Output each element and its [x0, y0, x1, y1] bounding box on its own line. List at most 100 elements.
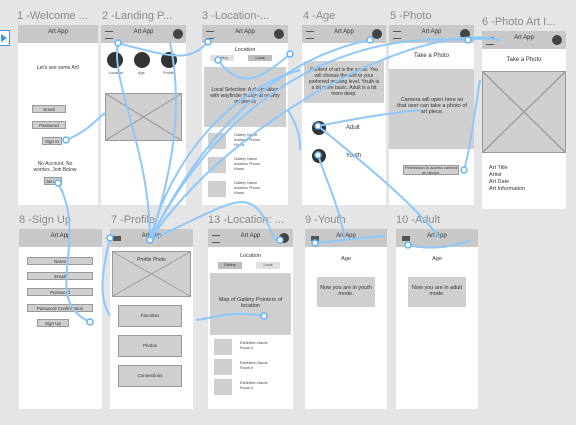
hotspot [464, 36, 472, 44]
connections-button[interactable]: Connections [118, 365, 182, 387]
password-confirm-field[interactable]: Password Confirmation [27, 304, 93, 312]
app-title: Art App [514, 35, 534, 41]
wire [149, 201, 276, 241]
wire [149, 41, 177, 241]
email-field[interactable]: Email [27, 272, 93, 280]
tab-gallery[interactable]: Gallery [210, 55, 234, 61]
profile-photo [112, 251, 191, 297]
start-flow-icon[interactable] [0, 30, 10, 46]
wire [317, 125, 441, 239]
frame-label-location: 3 -Location-... [202, 10, 270, 22]
avatar-icon[interactable] [372, 29, 382, 39]
hotspot [404, 241, 412, 249]
wire [149, 38, 466, 241]
hamburger-icon[interactable] [306, 31, 314, 39]
avatar-icon[interactable] [552, 35, 562, 45]
photos-button[interactable]: Photos [118, 335, 182, 357]
map-description: Map of Gallery Pointers of location [218, 297, 283, 309]
icon-label-age: Age [138, 71, 145, 75]
hamburger-icon[interactable] [212, 235, 220, 243]
frame-welcome: Art App Let's see some Art! Email Passwo… [18, 25, 98, 205]
frame-label-welcome: 1 -Welcome ... [17, 10, 88, 22]
hamburger-icon[interactable] [393, 31, 401, 39]
camera-permission-button[interactable]: Permission to access camera on device. [403, 165, 459, 175]
hotspot [114, 39, 122, 47]
app-title: Art App [427, 233, 447, 239]
wire [407, 239, 471, 249]
frame-photo-art: Art App Take a Photo Art Title Artist Ar… [482, 31, 566, 209]
hotspot [106, 234, 114, 242]
email-field[interactable]: Email [32, 105, 66, 113]
wire [217, 53, 291, 80]
adult-mode-text: Now you are in adult mode. [411, 285, 463, 297]
tab-gallery[interactable]: Gallery [218, 262, 242, 269]
hotspot [314, 151, 322, 159]
frame-gallery: Art App Location Gallery Local Map of Ga… [208, 229, 293, 409]
exhibition-item[interactable]: Exhibition Name Room # [240, 361, 268, 370]
hotspot [146, 236, 154, 244]
exhibition-item[interactable]: Exhibition Name Room # [240, 381, 268, 390]
app-title: Art App [240, 233, 261, 239]
app-title: Art App [48, 29, 68, 35]
hamburger-icon[interactable] [105, 31, 113, 39]
frame-label-photo: 5 -Photo [390, 10, 432, 22]
wire [149, 36, 501, 241]
app-title: Art App [133, 29, 154, 35]
app-header: Art App [302, 25, 386, 43]
name-field[interactable]: Name [27, 257, 93, 265]
wire [101, 237, 111, 317]
tab-local[interactable]: Local [248, 55, 272, 61]
frame-label-landing: 2 -Landing P... [102, 10, 173, 22]
hamburger-icon[interactable] [206, 31, 214, 39]
avatar-icon[interactable] [460, 29, 470, 39]
password-field[interactable]: Password [32, 121, 66, 129]
hotspot [204, 38, 212, 46]
section-title: Age [341, 256, 351, 262]
app-title: Art App [421, 29, 442, 35]
join-button[interactable]: Join Us [44, 177, 62, 185]
gallery-item[interactable]: Gallery Name Address Phone Hours [234, 157, 260, 171]
frame-adult: Art App Age Now you are in adult mode. [396, 229, 478, 409]
app-title: Art App [336, 233, 356, 239]
frame-location: Art App Location Gallery Local Local Sel… [202, 25, 288, 205]
favorites-button[interactable]: Favorites [118, 305, 182, 327]
hotspot [314, 122, 322, 130]
signup-button[interactable]: Sign Up [37, 319, 69, 327]
exhibition-item[interactable]: Exhibition Name Room # [240, 341, 268, 350]
back-arrow-icon[interactable] [113, 236, 121, 241]
art-photo-placeholder [482, 71, 566, 153]
image-placeholder [105, 93, 182, 141]
hotspot [286, 50, 294, 58]
tab-local[interactable]: Local [256, 262, 280, 269]
hotspot [366, 36, 374, 44]
app-header: Art App [101, 25, 186, 43]
frame-label-profile: 7 -Profile [111, 214, 156, 226]
section-title: Age [432, 256, 442, 262]
back-arrow-icon[interactable] [311, 236, 319, 241]
avatar-icon[interactable] [279, 233, 289, 243]
avatar-icon[interactable] [274, 29, 284, 39]
password-field[interactable]: Password [27, 288, 93, 296]
app-header: Art App [396, 229, 478, 247]
back-arrow-icon[interactable] [402, 236, 410, 241]
frame-label-photo-art: 6 -Photo Art I... [482, 16, 556, 28]
age-icon[interactable] [134, 52, 150, 68]
section-title: Location [240, 253, 261, 259]
hotspot [260, 312, 268, 320]
mode-box [317, 277, 375, 307]
avatar-icon[interactable] [173, 29, 183, 39]
camera-area[interactable] [389, 69, 474, 149]
gallery-thumb [208, 181, 226, 197]
hotspot [311, 239, 319, 247]
wire [317, 154, 346, 241]
gallery-item[interactable]: Gallery Name Address Phone Hours [234, 181, 260, 195]
location-icon[interactable] [107, 52, 123, 68]
app-header: Art App [482, 31, 566, 49]
signin-button[interactable]: Sign In [42, 137, 62, 145]
hotspot [54, 179, 62, 187]
app-header: Art App [202, 25, 288, 43]
app-title: Art App [50, 233, 71, 239]
exhibition-thumb [214, 379, 232, 395]
hotspot [62, 136, 70, 144]
